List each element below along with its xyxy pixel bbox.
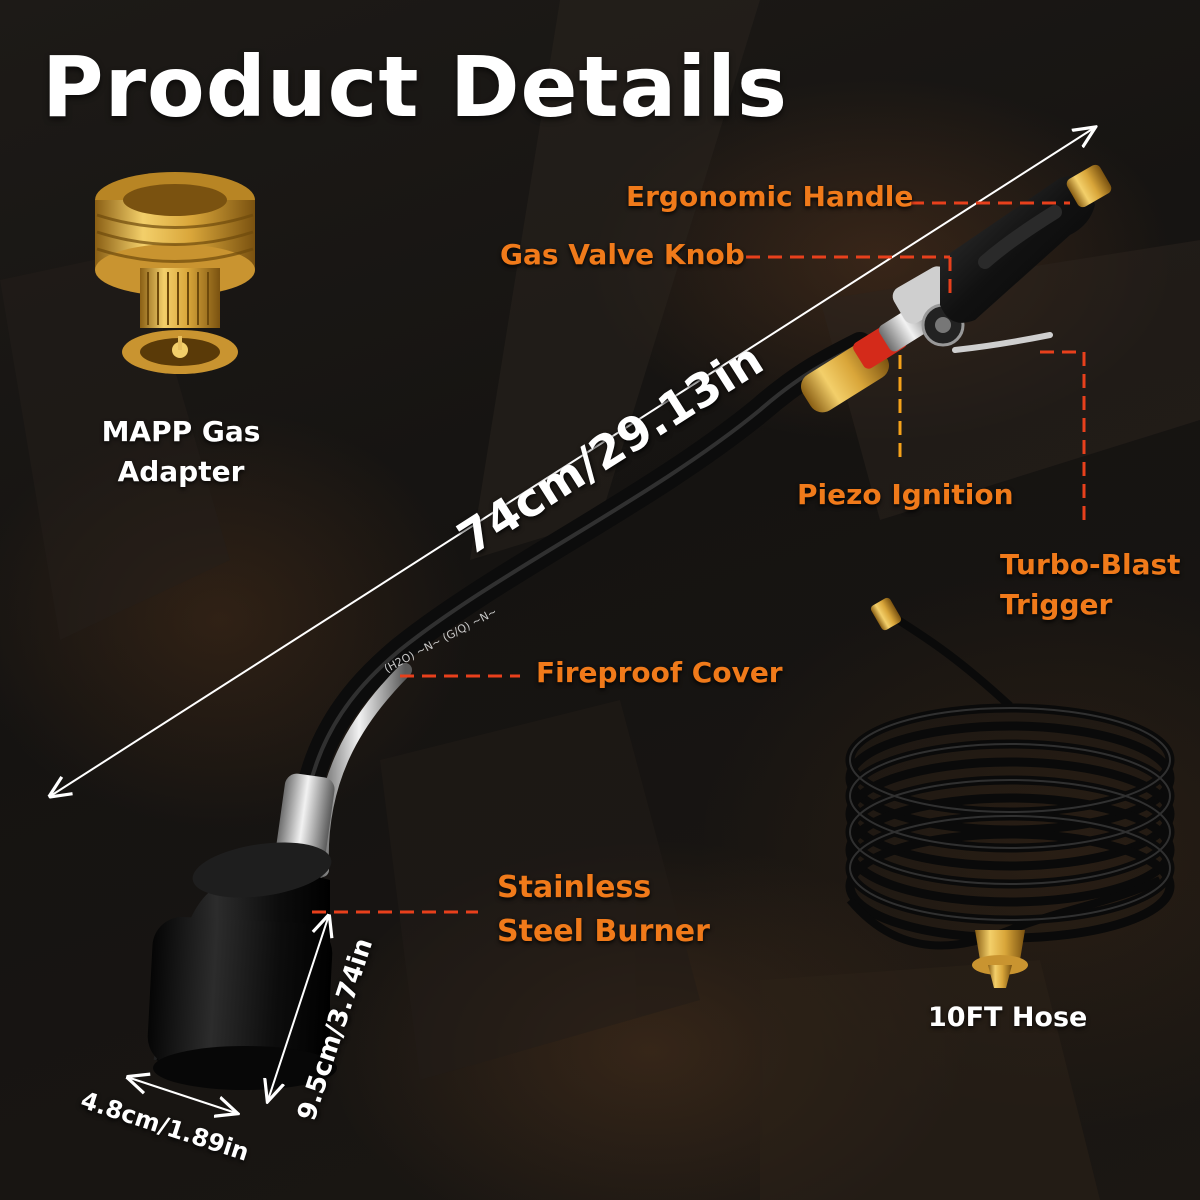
callout-10ft-hose: 10FT Hose [928,1002,1088,1033]
callout-burner-line2: Steel Burner [497,914,710,949]
leader-turbo-blast-trigger [1040,350,1086,525]
callout-turbo-blast-trigger: Turbo-Blast Trigger [1000,545,1181,625]
hose-fitting-top [870,597,902,631]
page-title: Product Details [42,38,788,136]
valve-assembly [801,266,1053,413]
burner-height-arrow [268,918,328,1100]
length-dimension-arrow [52,128,1094,795]
callout-piezo-ignition: Piezo Ignition [797,478,1014,511]
mapp-adapter-label-line2: Adapter [117,455,245,488]
callout-turbo-blast-line2: Trigger [1000,588,1113,621]
callout-leaders [312,201,1086,914]
callout-fireproof-cover: Fireproof Cover [536,656,783,689]
ergonomic-handle [940,164,1112,323]
callout-gas-valve-knob: Gas Valve Knob [500,238,745,271]
callout-ergonomic-handle: Ergonomic Handle [626,180,914,213]
mapp-adapter-label-line1: MAPP Gas [101,415,261,448]
callout-burner-line1: Stainless [497,870,652,905]
burner-width-arrow [130,1078,236,1113]
hose-fitting-bottom [972,930,1028,988]
callout-stainless-steel-burner: Stainless Steel Burner [497,866,710,954]
callout-turbo-blast-line1: Turbo-Blast [1000,548,1181,581]
stainless-steel-burner [147,842,337,1090]
mapp-adapter-label: MAPP Gas Adapter [96,412,266,492]
coiled-hose [845,614,1175,950]
